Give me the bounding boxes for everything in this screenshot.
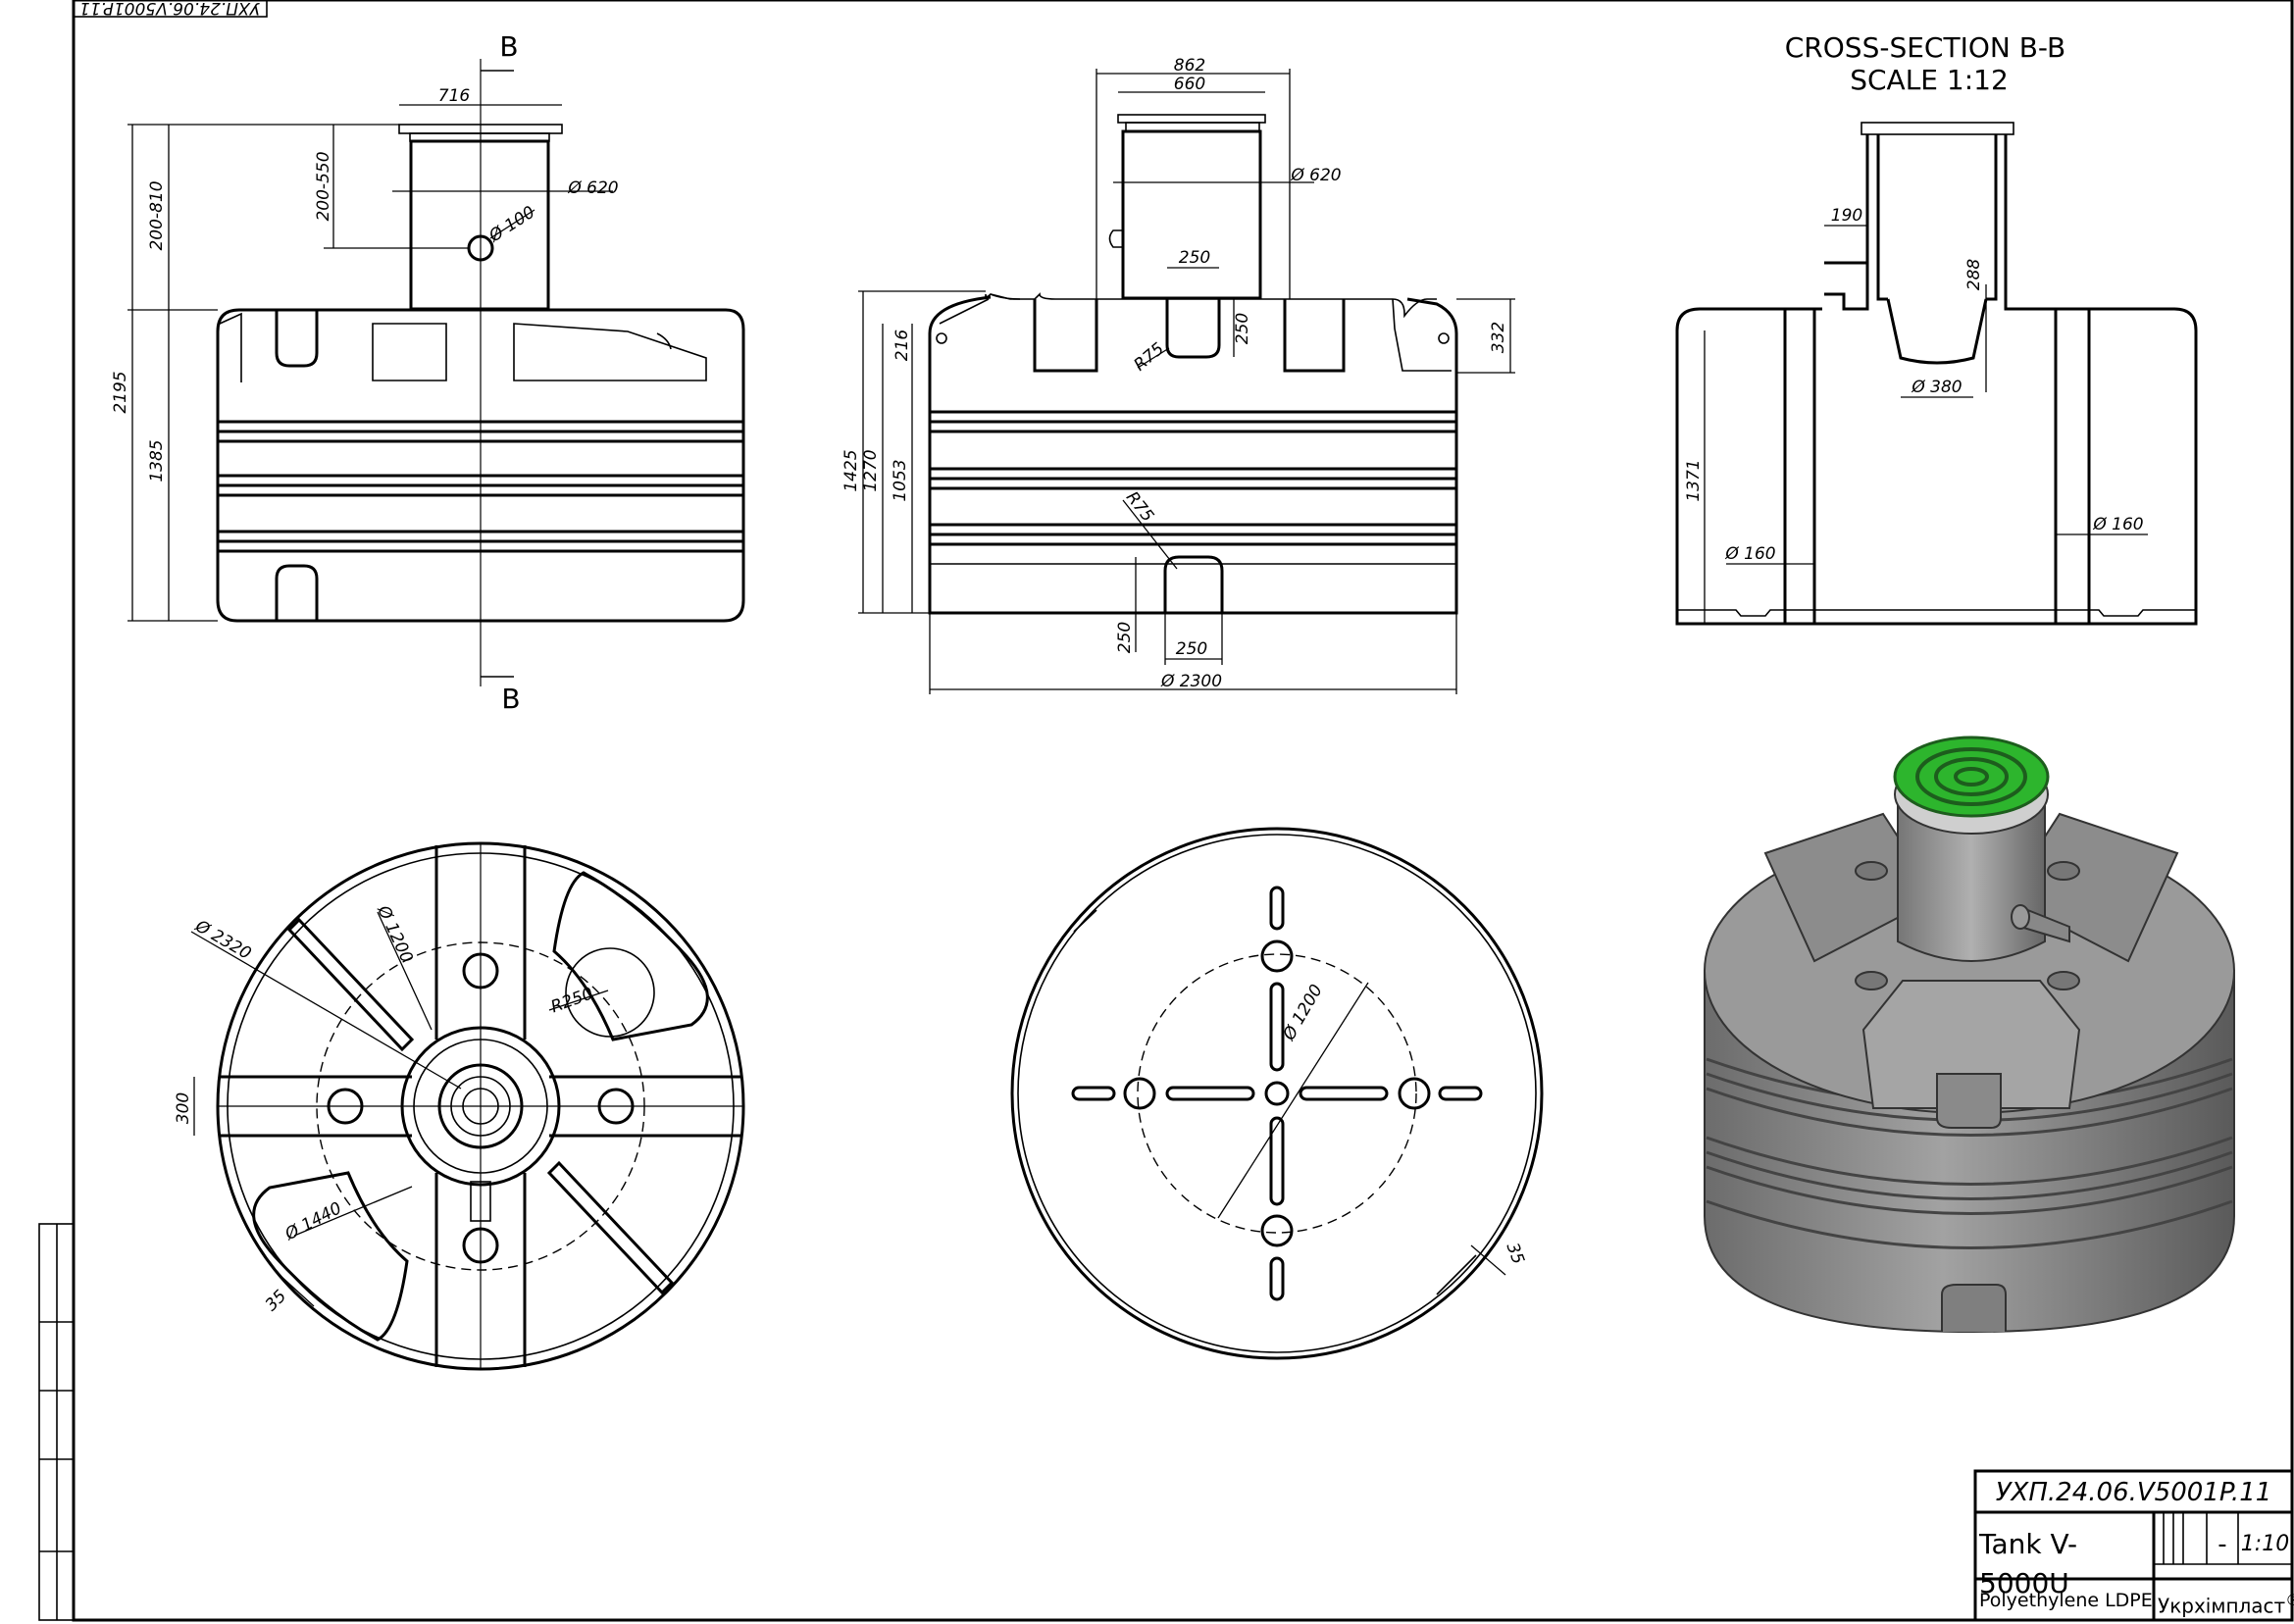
dim-d620-side: Ø 620: [1290, 166, 1341, 185]
title-block-name: Tank V-5000U: [1979, 1528, 2078, 1599]
dim-250-top: 250: [1179, 248, 1210, 268]
dim-2195: 2195: [111, 371, 130, 413]
title-block-code: УХП.24.06.V5001P.11: [1995, 1478, 2272, 1507]
registered-mark: ®: [2285, 1591, 2294, 1609]
dim-288: 288: [1964, 259, 1984, 291]
dim-1053: 1053: [891, 459, 910, 501]
dim-1270: 1270: [861, 449, 881, 491]
dim-250-bottom-v: 250: [1115, 622, 1135, 653]
corner-stamp-box: [73, 0, 268, 18]
dim-200-810: 200-810: [147, 180, 167, 250]
dim-d160-right: Ø 160: [2092, 515, 2143, 534]
dim-200-550: 200-550: [314, 151, 333, 221]
bottom-view: Ø 1200 35: [1010, 827, 1544, 1360]
dim-d1200-top: Ø 1200: [373, 902, 417, 967]
drawing-frame: [72, 0, 2294, 1622]
cross-section-view: CROSS-SECTION B-B SCALE 1:12 190 288 Ø 3…: [1675, 31, 2198, 626]
dim-190: 190: [1831, 206, 1862, 226]
dim-d1440: Ø 1440: [281, 1198, 345, 1244]
section-mark-top: B: [499, 30, 518, 63]
dim-216: 216: [892, 330, 912, 362]
side-ribs: [930, 410, 1456, 565]
corner-stamp: УХП.24.06.V5001P.11: [79, 0, 260, 18]
dim-300: 300: [174, 1092, 193, 1124]
dim-1425: 1425: [841, 449, 861, 491]
company-name: Укрхімпласт: [2158, 1594, 2286, 1618]
dim-d2300: Ø 2300: [1160, 672, 1222, 691]
title-block: [1973, 1469, 2294, 1622]
side-view: 862 660 Ø 620 250 250 R75 216 332 1425 1…: [841, 56, 1515, 694]
dim-250-v: 250: [1233, 313, 1252, 344]
dim-250-bottom-h: 250: [1176, 639, 1207, 659]
dim-332: 332: [1489, 322, 1508, 353]
dim-35-bottom: 35: [1503, 1241, 1528, 1267]
left-side-strip: [38, 1223, 75, 1621]
top-view: Ø 2320 Ø 1200 R250 300 Ø 1440 35: [174, 841, 745, 1371]
isometric-tank-render: [1704, 736, 2235, 1334]
dim-35-top: 35: [262, 1287, 290, 1315]
dim-d380: Ø 380: [1911, 378, 1962, 397]
dim-1385: 1385: [147, 439, 167, 482]
title-block-company: Укрхімпласт®: [2158, 1583, 2294, 1618]
section-mark-bottom: B: [501, 683, 520, 715]
section-scale: SCALE 1:12: [1850, 64, 2009, 96]
dim-d620: Ø 620: [567, 178, 618, 198]
dim-1371: 1371: [1684, 459, 1704, 501]
dim-d100: Ø 100: [485, 202, 539, 246]
dim-d1200-bottom: Ø 1200: [1279, 982, 1327, 1045]
dim-r75-top: R75: [1131, 339, 1168, 376]
dim-716: 716: [438, 86, 471, 106]
dim-862: 862: [1174, 56, 1205, 76]
dim-d2320: Ø 2320: [191, 916, 255, 964]
dim-660: 660: [1174, 75, 1205, 94]
front-view: B B 716 Ø 620 200-550 Ø 100 200-810: [111, 30, 745, 715]
dim-d160-left: Ø 160: [1724, 544, 1775, 564]
title-block-dash: -: [2218, 1530, 2227, 1559]
dim-r75-mid: R75: [1122, 488, 1157, 527]
section-title: CROSS-SECTION B-B: [1785, 31, 2065, 64]
dim-r250: R250: [548, 984, 595, 1017]
front-ribs: [218, 420, 743, 553]
title-block-material: Polyethylene LDPE: [1979, 1590, 2153, 1611]
title-block-scale: 1:10: [2240, 1532, 2290, 1556]
